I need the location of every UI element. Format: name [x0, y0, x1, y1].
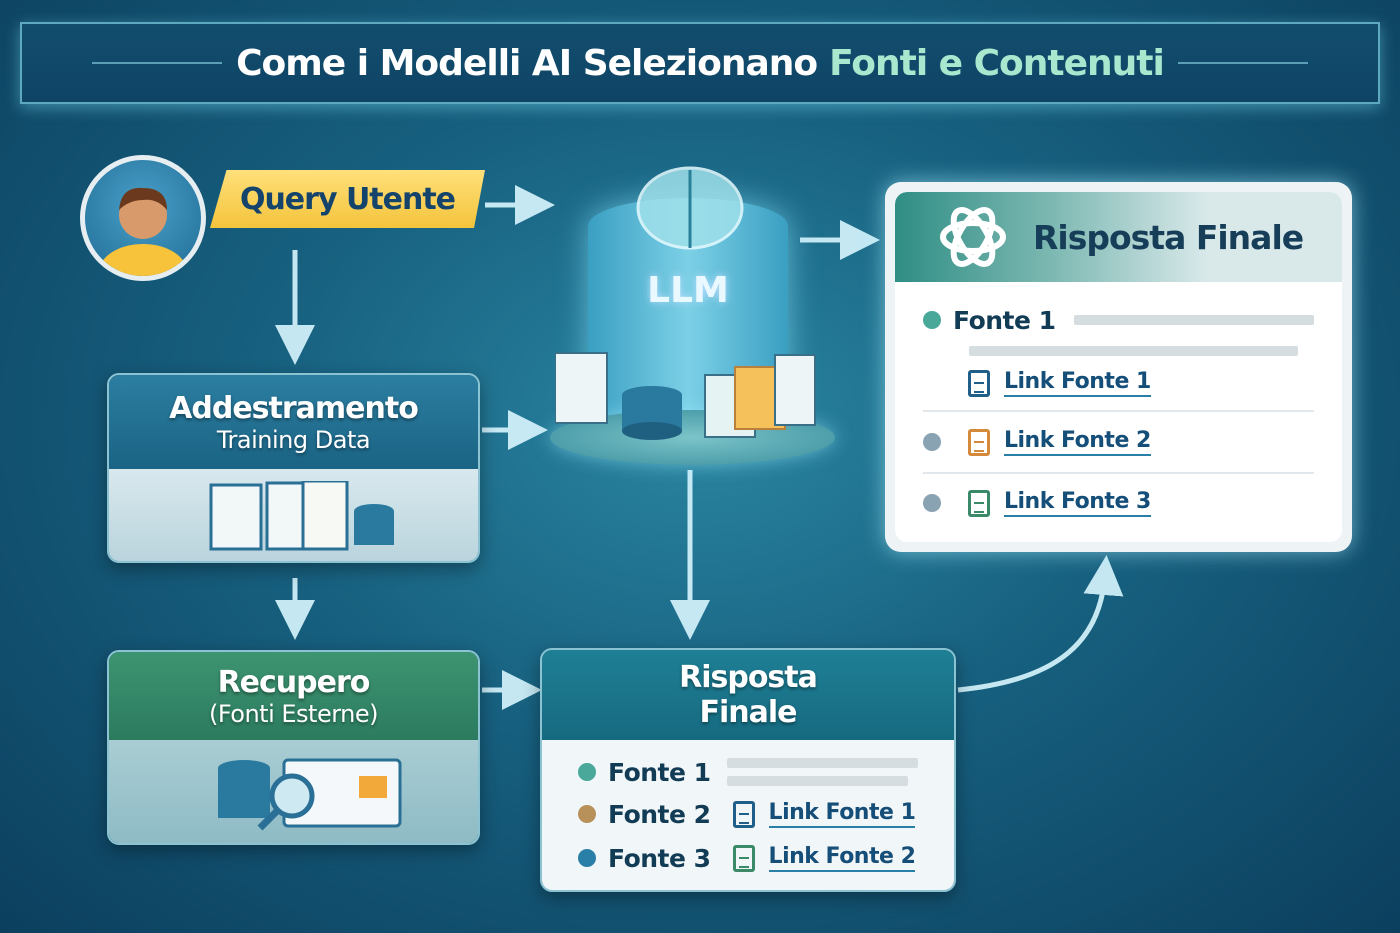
source-dot — [578, 805, 596, 823]
document-icon — [968, 428, 990, 456]
source-link[interactable]: Link Fonte 1 — [768, 800, 916, 828]
middle-source-row: Fonte 1 — [578, 752, 918, 792]
source-dot — [923, 494, 941, 512]
document-icon — [732, 844, 755, 872]
final-source-row: Fonte 1 — [923, 304, 1314, 336]
final-link[interactable]: Link Fonte 3 — [1004, 489, 1151, 517]
final-link[interactable]: Link Fonte 1 — [1004, 369, 1151, 397]
source-dot — [578, 849, 596, 867]
source-link[interactable]: Link Fonte 2 — [768, 844, 916, 872]
source-label: Fonte 3 — [608, 843, 711, 873]
title-banner: Come i Modelli AI Selezionano Fonti e Co… — [20, 22, 1380, 104]
title-accent: Fonti e Contenuti — [829, 42, 1165, 84]
document-icon — [968, 369, 990, 397]
middle-title-line2: Finale — [699, 695, 797, 730]
document-icon — [968, 489, 990, 517]
query-label: Query Utente — [210, 170, 485, 228]
final-title: Risposta Finale — [1033, 217, 1304, 257]
llm-label: LLM — [647, 270, 729, 311]
source-label: Fonte 1 — [953, 305, 1056, 335]
brain-icon — [636, 166, 744, 250]
source-dot — [923, 311, 941, 329]
source-label: Fonte 2 — [608, 799, 711, 829]
source-dot — [578, 763, 596, 781]
final-link-row: Link Fonte 2 — [923, 412, 1314, 474]
title-main: Come i Modelli AI Selezionano — [236, 42, 818, 84]
training-documents-icon — [209, 481, 394, 551]
final-link[interactable]: Link Fonte 2 — [1004, 428, 1151, 456]
middle-title-line1: Risposta — [679, 660, 818, 695]
documents-database-icon — [555, 352, 816, 440]
training-title: Addestramento — [169, 390, 419, 426]
final-link-row: Link Fonte 3 — [923, 474, 1314, 532]
retrieval-title: Recupero — [217, 664, 371, 700]
training-card: Addestramento Training Data — [107, 373, 480, 563]
final-answer-card: Risposta Finale Fonte 1 Link Fonte 1 Lin… — [885, 182, 1352, 552]
title-divider — [1177, 62, 1308, 64]
training-subtitle: Training Data — [216, 425, 371, 454]
middle-source-row: Fonte 2 Link Fonte 1 — [578, 792, 918, 836]
openai-logo-icon — [940, 207, 1006, 267]
final-link-row: Link Fonte 1 — [923, 356, 1314, 412]
source-dot — [923, 433, 941, 451]
search-database-icon — [218, 758, 402, 831]
title-divider — [92, 62, 223, 64]
middle-source-row: Fonte 3 Link Fonte 2 — [578, 836, 918, 880]
retrieval-card: Recupero (Fonti Esterne) — [107, 650, 480, 845]
document-icon — [732, 800, 755, 828]
source-label: Fonte 1 — [608, 757, 711, 787]
arrow-middle-final — [957, 555, 1124, 693]
user-avatar — [80, 155, 206, 281]
retrieval-subtitle: (Fonti Esterne) — [208, 699, 379, 728]
middle-final-answer-card: Risposta Finale Fonte 1 Fonte 2 Link Fon… — [540, 648, 956, 892]
